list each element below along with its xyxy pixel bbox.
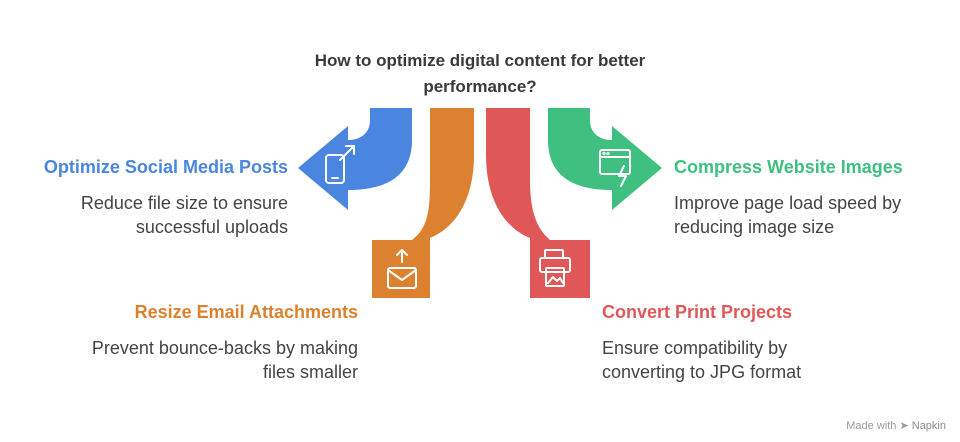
item-social-media: Optimize Social Media Posts Reduce file … bbox=[20, 155, 288, 239]
item-description: Improve page load speed by reducing imag… bbox=[674, 193, 902, 237]
item-heading: Convert Print Projects bbox=[602, 302, 793, 322]
item-email: Resize Email Attachments Prevent bounce-… bbox=[90, 300, 358, 384]
item-print: Convert Print Projects Ensure compatibil… bbox=[602, 300, 862, 384]
smartphone-share-icon bbox=[325, 145, 355, 184]
made-with-label: Made with bbox=[846, 420, 897, 432]
item-website: Compress Website Images Improve page loa… bbox=[674, 155, 944, 239]
made-with-napkin[interactable]: Made with ➤ Napkin bbox=[846, 419, 946, 432]
item-heading: Optimize Social Media Posts bbox=[43, 157, 288, 177]
napkin-logo-icon: ➤ bbox=[899, 420, 909, 432]
item-description: Reduce file size to ensure successful up… bbox=[80, 193, 288, 237]
item-description: Prevent bounce-backs by making files sma… bbox=[91, 338, 358, 382]
mail-upload-icon bbox=[387, 249, 417, 289]
arrow-website bbox=[548, 108, 662, 210]
arrow-email bbox=[372, 108, 474, 298]
napkin-brand: Napkin bbox=[911, 420, 946, 432]
browser-lightning-icon bbox=[599, 149, 631, 187]
diagram-title: How to optimize digital content for bett… bbox=[314, 51, 646, 96]
item-heading: Compress Website Images bbox=[674, 157, 903, 177]
arrow-print bbox=[486, 108, 590, 298]
item-description: Ensure compatibility by converting to JP… bbox=[602, 338, 802, 382]
arrow-social-media bbox=[298, 108, 412, 210]
printer-image-icon bbox=[539, 249, 571, 287]
item-heading: Resize Email Attachments bbox=[134, 302, 358, 322]
